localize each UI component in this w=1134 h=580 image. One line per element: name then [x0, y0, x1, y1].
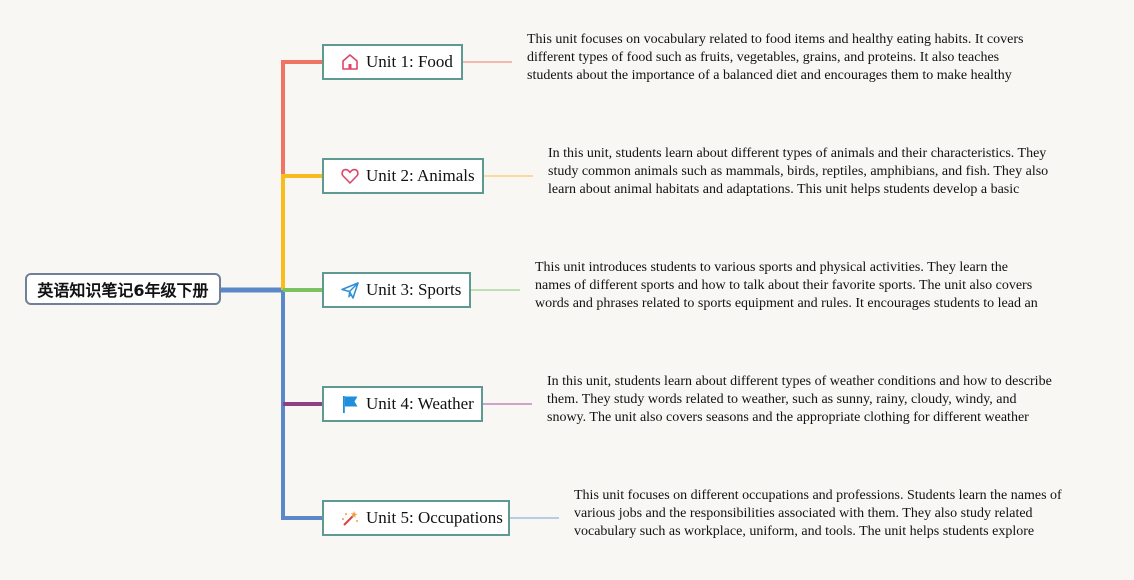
paper-plane-icon — [340, 280, 360, 300]
description-text: This unit focuses on different occupatio… — [574, 488, 1062, 539]
topic-description-unit-2: In this unit, students learn about diffe… — [548, 145, 1053, 199]
topic-unit-2[interactable]: Unit 2: Animals — [322, 158, 484, 194]
branch-connector-unit-5 — [281, 290, 322, 520]
heart-icon — [340, 166, 360, 186]
root-topic-label: 英语知识笔记6年级下册 — [37, 281, 209, 300]
topic-description-unit-1: This unit focuses on vocabulary related … — [527, 31, 1032, 85]
description-text: This unit focuses on vocabulary related … — [527, 32, 1024, 83]
topic-label: Unit 3: Sports — [366, 280, 462, 299]
description-text: In this unit, students learn about diffe… — [547, 374, 1052, 425]
flag-icon — [340, 394, 360, 414]
topic-label: Unit 4: Weather — [366, 394, 474, 413]
topic-label: Unit 2: Animals — [366, 166, 475, 185]
branch-connector-unit-2 — [281, 174, 322, 290]
topic-description-unit-4: In this unit, students learn about diffe… — [547, 373, 1052, 427]
root-topic[interactable]: 英语知识笔记6年级下册 — [25, 273, 221, 305]
topic-unit-4[interactable]: Unit 4: Weather — [322, 386, 483, 422]
topic-description-unit-5: This unit focuses on different occupatio… — [574, 487, 1079, 541]
topic-label: Unit 1: Food — [366, 52, 453, 71]
house-icon — [340, 52, 360, 72]
topic-label: Unit 5: Occupations — [366, 508, 503, 527]
topic-unit-5[interactable]: Unit 5: Occupations — [322, 500, 510, 536]
description-text: This unit introduces students to various… — [535, 260, 1038, 311]
description-text: In this unit, students learn about diffe… — [548, 146, 1049, 197]
topic-unit-3[interactable]: Unit 3: Sports — [322, 272, 471, 308]
topic-description-unit-3: This unit introduces students to various… — [535, 259, 1040, 313]
magic-wand-icon — [340, 508, 360, 528]
topic-unit-1[interactable]: Unit 1: Food — [322, 44, 463, 80]
